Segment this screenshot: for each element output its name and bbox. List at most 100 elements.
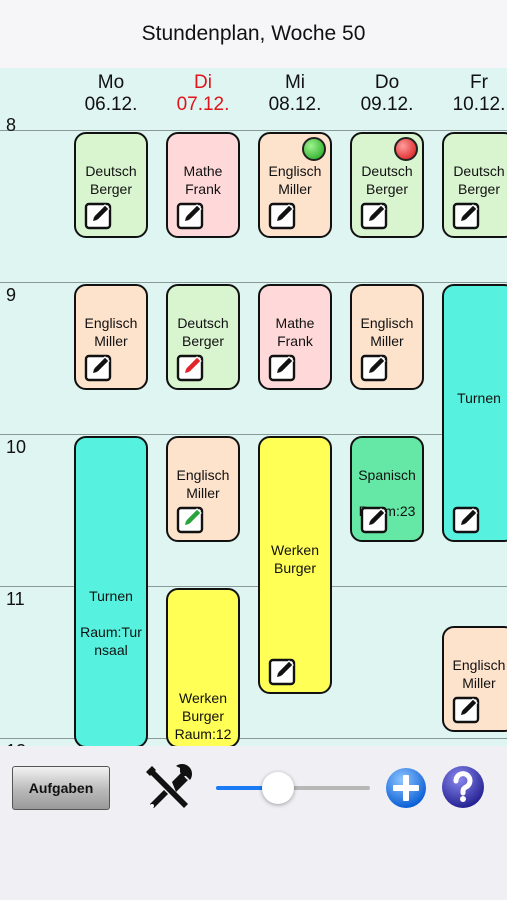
day-date: 07.12. (176, 94, 230, 115)
add-button[interactable] (384, 766, 428, 810)
day-name: Fr (470, 72, 488, 93)
edit-lesson-button[interactable] (268, 200, 298, 230)
day-name: Mi (284, 72, 306, 93)
lesson-label: Deutsch Berger (361, 163, 413, 197)
pencil-square-icon (268, 202, 296, 230)
edit-lesson-button[interactable] (452, 200, 482, 230)
edit-lesson-button[interactable] (452, 504, 482, 534)
help-button[interactable] (440, 764, 486, 810)
hour-label: 10 (6, 437, 27, 457)
pencil-square-icon (84, 354, 112, 382)
edit-lesson-button[interactable] (176, 200, 206, 230)
day-name: Di (194, 72, 212, 93)
lesson-cell[interactable]: Turnen Raum:Tur nsaal (74, 436, 148, 746)
edit-lesson-button[interactable] (84, 200, 114, 230)
red-status-icon (394, 137, 418, 161)
edit-lesson-button[interactable] (176, 352, 206, 382)
lesson-label: Mathe Frank (275, 315, 315, 349)
hour-line (0, 434, 507, 435)
edit-lesson-button[interactable] (176, 504, 206, 534)
hour-label: 11 (6, 589, 25, 609)
edit-lesson-button[interactable] (84, 352, 114, 382)
lesson-cell[interactable]: Englisch Miller (166, 436, 240, 542)
lesson-cell[interactable]: Englisch Miller (74, 284, 148, 390)
pencil-square-icon (360, 202, 388, 230)
lesson-label: Deutsch Berger (85, 163, 137, 197)
lesson-cell[interactable]: Englisch Miller (442, 626, 507, 732)
lesson-label: Englisch Miller (176, 467, 230, 501)
hour-label: 12 (6, 742, 26, 746)
plus-circle-icon (386, 768, 426, 808)
lesson-cell[interactable]: Mathe Frank (258, 284, 332, 390)
tasks-button-label: Aufgaben (28, 780, 94, 796)
pencil-square-icon (84, 202, 112, 230)
wrench-screwdriver-icon (146, 764, 192, 808)
edit-lesson-button[interactable] (268, 352, 298, 382)
lesson-cell[interactable]: Mathe Frank (166, 132, 240, 238)
pencil-square-icon (452, 202, 480, 230)
pencil-square-icon (360, 354, 388, 382)
lesson-label: Werken Burger (271, 542, 319, 576)
hour-label: 9 (6, 285, 17, 305)
day-date: 10.12. (452, 94, 506, 115)
day-date: 06.12. (84, 94, 138, 115)
lesson-cell[interactable]: Englisch Miller (350, 284, 424, 390)
day-date: 09.12. (360, 94, 414, 115)
edit-lesson-button[interactable] (360, 352, 390, 382)
lesson-cell[interactable]: Englisch Miller (258, 132, 332, 238)
pencil-square-icon (268, 354, 296, 382)
lesson-cell[interactable]: Deutsch Berger (442, 132, 507, 238)
bottom-toolbar: Aufgaben (0, 746, 507, 832)
edit-lesson-button[interactable] (360, 504, 390, 534)
lesson-label: Turnen (457, 390, 501, 406)
lesson-cell[interactable]: Werken Burger Raum:12 (166, 588, 240, 746)
slider-fill (216, 786, 278, 790)
lesson-cell[interactable]: Deutsch Berger (166, 284, 240, 390)
pencil-square-icon (452, 696, 480, 724)
question-mark-icon (442, 766, 484, 808)
settings-button[interactable] (142, 762, 194, 814)
pencil-square-icon (176, 506, 204, 534)
lesson-label: Englisch Miller (84, 315, 138, 349)
lesson-label: Deutsch Berger (177, 315, 229, 349)
edit-lesson-button[interactable] (268, 656, 298, 686)
page-title: Stundenplan, Woche 50 (141, 22, 366, 45)
lesson-label: Englisch Miller (452, 657, 506, 691)
green-status-icon (302, 137, 326, 161)
zoom-slider[interactable] (216, 772, 370, 804)
pencil-square-icon (268, 658, 296, 686)
lesson-cell[interactable]: Deutsch Berger (74, 132, 148, 238)
lesson-cell[interactable]: Werken Burger (258, 436, 332, 694)
lesson-cell[interactable]: Turnen (442, 284, 507, 542)
lesson-label: Englisch Miller (360, 315, 414, 349)
edit-lesson-button[interactable] (452, 694, 482, 724)
tasks-button[interactable]: Aufgaben (12, 766, 110, 810)
lesson-label: Englisch Miller (268, 163, 322, 197)
pencil-square-icon (360, 506, 388, 534)
lesson-label: Turnen Raum:Tur nsaal (80, 588, 142, 658)
day-name: Do (374, 72, 400, 93)
slider-thumb[interactable] (261, 772, 294, 804)
hour-label: 8 (6, 115, 17, 135)
hour-line (0, 738, 507, 739)
lesson-label: Mathe Frank (183, 163, 223, 197)
lesson-cell[interactable]: Spanisch Raum:23 (350, 436, 424, 542)
lesson-label: Deutsch Berger (453, 163, 505, 197)
hour-line (0, 586, 507, 587)
edit-lesson-button[interactable] (360, 200, 390, 230)
hour-line (0, 282, 507, 283)
day-name: Mo (97, 72, 125, 93)
pencil-square-icon (176, 202, 204, 230)
day-date: 08.12. (268, 94, 322, 115)
lesson-label: Werken Burger Raum:12 (174, 690, 232, 742)
hour-line (0, 130, 507, 131)
pencil-square-icon (176, 354, 204, 382)
lesson-cell[interactable]: Deutsch Berger (350, 132, 424, 238)
